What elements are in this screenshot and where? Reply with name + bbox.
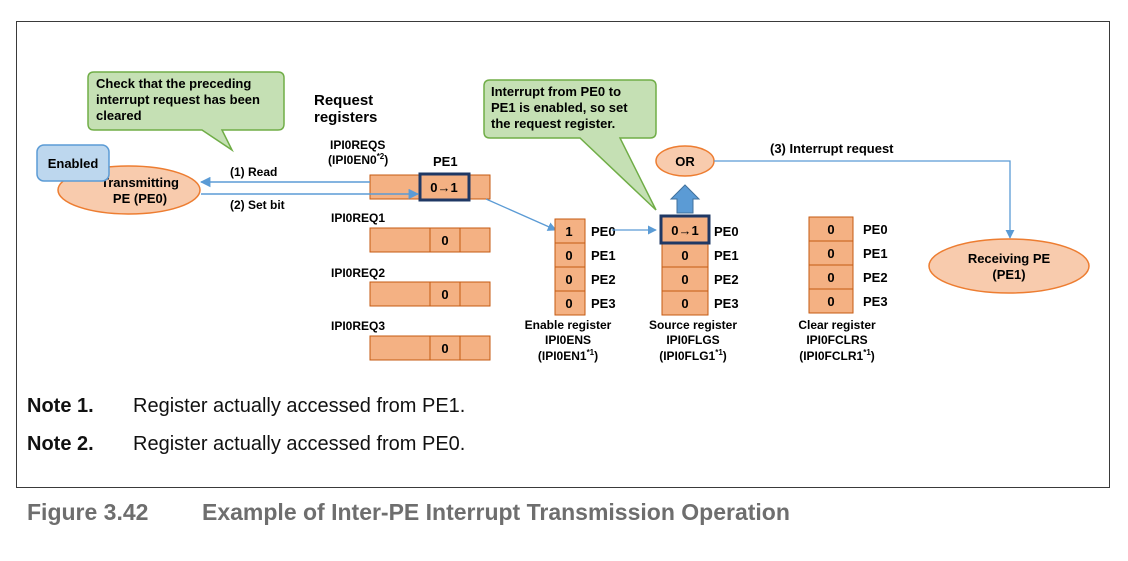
figure-title: Example of Inter-PE Interrupt Transmissi… [202,499,790,525]
enable-pe1-label: PE1 [591,248,616,263]
source-value-pe0: 0→1 [671,223,698,238]
clear-pe2-label: PE2 [863,270,888,285]
ipireq3-register: IPI0REQ3 0 [331,319,491,361]
source-value-pe2: 0 [681,272,688,287]
source-register-title: Source register [649,318,737,332]
source-pe3-label: PE3 [714,296,739,311]
callout2-line2: PE1 is enabled, so set [491,100,628,115]
enabled-tag: Enabled [36,144,110,182]
clear-pe0-label: PE0 [863,222,888,237]
callout1-line3: cleared [96,108,142,123]
figure-caption: Figure 3.42 Example of Inter-PE Interrupt… [27,499,790,526]
enable-register-name: IPI0ENS [545,333,591,347]
ipireq2-name: IPI0REQ2 [331,266,385,280]
ipireq2-value: 0 [441,287,448,302]
ipireq3-value: 0 [441,341,448,356]
callout2-line1: Interrupt from PE0 to [491,84,621,99]
clear-register-name: IPI0FCLRS [806,333,867,347]
transmitting-line2: PE (PE0) [113,191,167,206]
clear-value-pe2: 0 [827,270,834,285]
note-2-text: Register actually accessed from PE0. [133,433,466,455]
enable-pe3-label: PE3 [591,296,616,311]
transmitting-line1: Transmitting [101,175,179,190]
receiving-line1: Receiving PE [968,251,1051,266]
clear-value-pe3: 0 [827,294,834,309]
ipireqs-register: 0→1 [369,172,491,202]
clear-value-pe0: 0 [827,222,834,237]
reqs-to-enable-arrow [485,198,557,231]
clear-register: 0 0 0 0 PE0 PE1 PE2 PE3 Clear register I… [798,216,888,363]
figure-frame [16,21,1110,488]
receiving-pe: Receiving PE (PE1) [928,238,1090,294]
receiving-line2: (PE1) [992,267,1025,282]
callout1-line1: Check that the preceding [96,76,251,91]
ipireqs-pe1-header: PE1 [433,154,458,169]
ipireq2-register: IPI0REQ2 0 [331,266,491,307]
callout2-line3: the request register. [491,116,615,131]
source-register-sub: (IPI0FLG1*1) [659,348,727,363]
ipireqs-value: 0→1 [430,180,457,195]
source-value-pe3: 0 [681,296,688,311]
ipireq1-register: IPI0REQ1 0 [331,211,491,253]
note-2: Note 2. Register actually accessed from P… [27,433,465,456]
interrupt-request-label: (3) Interrupt request [770,141,894,156]
note-1-text: Register actually accessed from PE1. [133,395,466,417]
or-gate: OR [655,145,715,177]
ipireqs-name: IPI0REQS [330,138,385,152]
source-pe1-label: PE1 [714,248,739,263]
enabled-label: Enabled [48,156,99,171]
enable-pe0-label: PE0 [591,224,616,239]
clear-value-pe1: 0 [827,246,834,261]
source-pe2-label: PE2 [714,272,739,287]
source-register-name: IPI0FLGS [666,333,719,347]
interrupt-request-arrow [714,160,1015,239]
enable-register-title: Enable register [525,318,612,332]
setbit-label: (2) Set bit [230,198,285,212]
note-1: Note 1. Register actually accessed from P… [27,395,465,418]
up-block-arrow [669,184,701,214]
or-label: OR [675,154,695,169]
enable-value-pe1: 0 [565,248,572,263]
clear-pe3-label: PE3 [863,294,888,309]
ipireq3-name: IPI0REQ3 [331,319,385,333]
enable-value-pe3: 0 [565,296,572,311]
enable-value-pe0: 1 [565,224,572,239]
enable-pe2-label: PE2 [591,272,616,287]
clear-register-sub: (IPI0FCLR1*1) [799,348,875,363]
enable-value-pe2: 0 [565,272,572,287]
source-pe0-label: PE0 [714,224,739,239]
figure-number: Figure 3.42 [27,499,149,525]
ipireq1-value: 0 [441,233,448,248]
source-register: 0→1 0 0 0 PE0 PE1 PE2 PE3 Source registe… [649,214,739,363]
note-1-label: Note 1. [27,395,94,417]
enable-register-sub: (IPI0EN1*1) [538,348,598,363]
read-label: (1) Read [230,165,277,179]
ipireq1-name: IPI0REQ1 [331,211,385,225]
clear-register-title: Clear register [798,318,876,332]
enable-register: 1 0 0 0 PE0 PE1 PE2 PE3 Enable register … [525,218,616,363]
note-2-label: Note 2. [27,433,94,455]
callout1-line2: interrupt request has been [96,92,260,107]
ipireqs-sub: (IPI0EN0*2) [328,152,388,167]
source-value-pe1: 0 [681,248,688,263]
clear-pe1-label: PE1 [863,246,888,261]
